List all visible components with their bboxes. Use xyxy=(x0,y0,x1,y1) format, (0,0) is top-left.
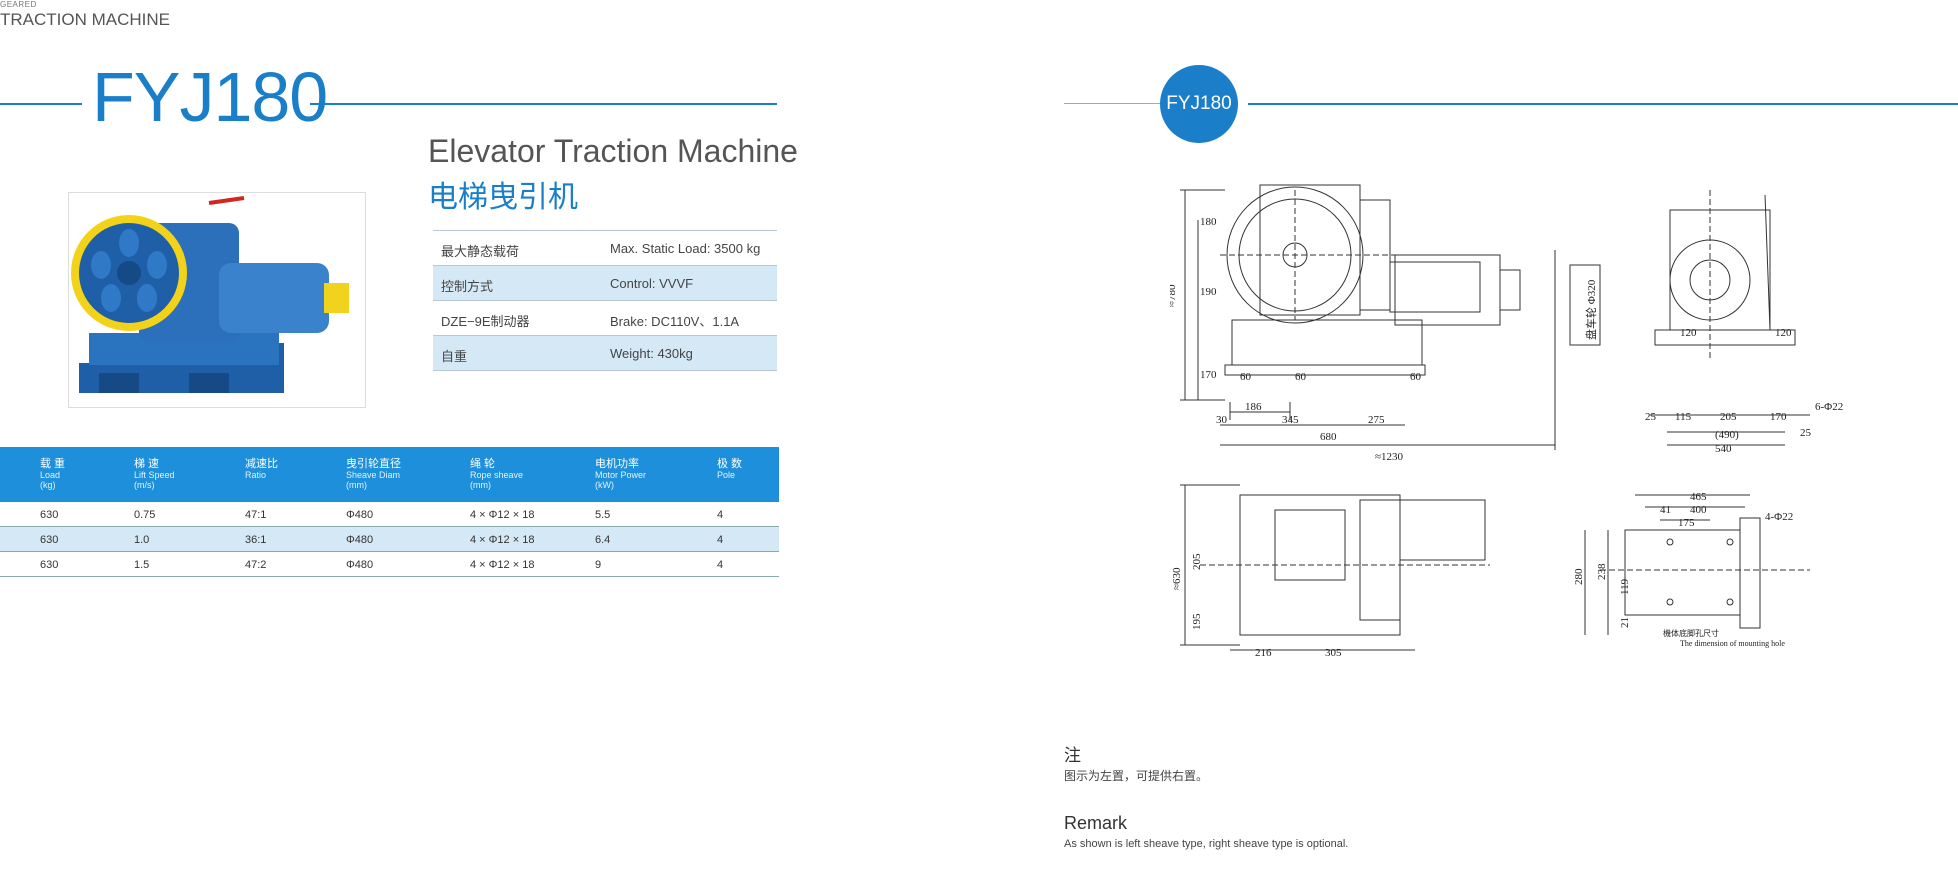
spec-label-cn: 最大静态载荷 xyxy=(441,244,520,259)
svg-text:6-Φ22: 6-Φ22 xyxy=(1815,401,1843,413)
header-rule-right xyxy=(310,103,777,105)
svg-text:25: 25 xyxy=(1645,411,1657,423)
spec-label-cn: DZE−9E制动器 xyxy=(441,314,530,329)
svg-text:465: 465 xyxy=(1690,491,1707,503)
svg-text:170: 170 xyxy=(1200,369,1217,381)
hole-caption-en: The dimension of mounting hole xyxy=(1680,639,1785,648)
svg-text:205: 205 xyxy=(1720,411,1737,423)
svg-text:60: 60 xyxy=(1295,371,1307,383)
product-title-cn: 电梯曳引机 xyxy=(428,181,578,214)
svg-text:280: 280 xyxy=(1573,568,1585,585)
svg-text:115: 115 xyxy=(1675,411,1692,423)
svg-text:305: 305 xyxy=(1325,647,1342,659)
spec-row: 最大静态载荷 Max. Static Load: 3500 kg xyxy=(433,231,777,266)
header-rule-left xyxy=(0,103,82,105)
svg-text:25: 25 xyxy=(1800,427,1812,439)
svg-text:345: 345 xyxy=(1282,414,1299,426)
model-title: FYJ180 xyxy=(92,58,328,136)
spec-label-cn: 控制方式 xyxy=(441,279,494,294)
dim-label: ≈780 xyxy=(1170,284,1178,307)
hole-caption-cn: 機体底脚孔尺寸 xyxy=(1663,628,1719,638)
svg-text:400: 400 xyxy=(1690,504,1707,516)
svg-text:175: 175 xyxy=(1678,517,1695,529)
svg-text:≈1230: ≈1230 xyxy=(1375,451,1404,463)
spec-row: 自重 Weight: 430kg xyxy=(433,336,777,371)
category-title: TRACTION MACHINE xyxy=(0,10,170,29)
svg-text:盘车轮 Φ320: 盘车轮 Φ320 xyxy=(1584,279,1598,340)
model-badge: FYJ180 xyxy=(1160,65,1238,143)
svg-text:180: 180 xyxy=(1200,216,1217,228)
product-photo xyxy=(68,192,366,408)
svg-text:680: 680 xyxy=(1320,431,1337,443)
spec-value-en: Brake: DC110V、1.1A xyxy=(610,314,740,329)
right-header-rule-left xyxy=(1064,103,1160,104)
category-small: GEARED xyxy=(0,0,37,9)
svg-text:119: 119 xyxy=(1619,578,1631,595)
svg-text:60: 60 xyxy=(1240,371,1252,383)
svg-text:120: 120 xyxy=(1680,327,1697,339)
svg-text:30: 30 xyxy=(1216,414,1228,426)
note-heading: 注 xyxy=(1064,746,1081,765)
remark-text: As shown is left sheave type, right shea… xyxy=(1064,838,1349,850)
svg-text:216: 216 xyxy=(1255,647,1272,659)
svg-text:(490): (490) xyxy=(1715,429,1739,441)
spec-value-en: Control: VVVF xyxy=(610,276,694,291)
svg-text:275: 275 xyxy=(1368,414,1385,426)
technical-drawing: ≈780 180 190 170 60 60 60 186 345 275 30… xyxy=(1170,184,1843,659)
svg-text:170: 170 xyxy=(1770,411,1787,423)
svg-text:238: 238 xyxy=(1596,563,1608,580)
svg-text:60: 60 xyxy=(1410,371,1422,383)
svg-text:4-Φ22: 4-Φ22 xyxy=(1765,511,1793,523)
svg-text:186: 186 xyxy=(1245,401,1262,413)
note-text: 图示为左置，可提供右置。 xyxy=(1064,769,1209,783)
svg-text:205: 205 xyxy=(1191,553,1203,570)
spec-value-en: Max. Static Load: 3500 kg xyxy=(610,241,761,256)
spec-row: DZE−9E制动器 Brake: DC110V、1.1A xyxy=(433,301,777,336)
spec-label-cn: 自重 xyxy=(441,349,468,364)
svg-text:21: 21 xyxy=(1619,617,1631,628)
spec-row: 控制方式 Control: VVVF xyxy=(433,266,777,301)
svg-text:120: 120 xyxy=(1775,327,1792,339)
spec-value-en: Weight: 430kg xyxy=(610,346,693,361)
right-header-rule xyxy=(1248,103,1958,105)
remark-heading: Remark xyxy=(1064,813,1128,833)
svg-text:540: 540 xyxy=(1715,443,1732,455)
svg-text:190: 190 xyxy=(1200,286,1217,298)
spec-top-rule xyxy=(433,230,777,231)
svg-text:41: 41 xyxy=(1660,504,1671,516)
svg-text:≈630: ≈630 xyxy=(1171,567,1183,590)
product-title-en: Elevator Traction Machine xyxy=(428,133,798,169)
svg-text:195: 195 xyxy=(1191,613,1203,630)
